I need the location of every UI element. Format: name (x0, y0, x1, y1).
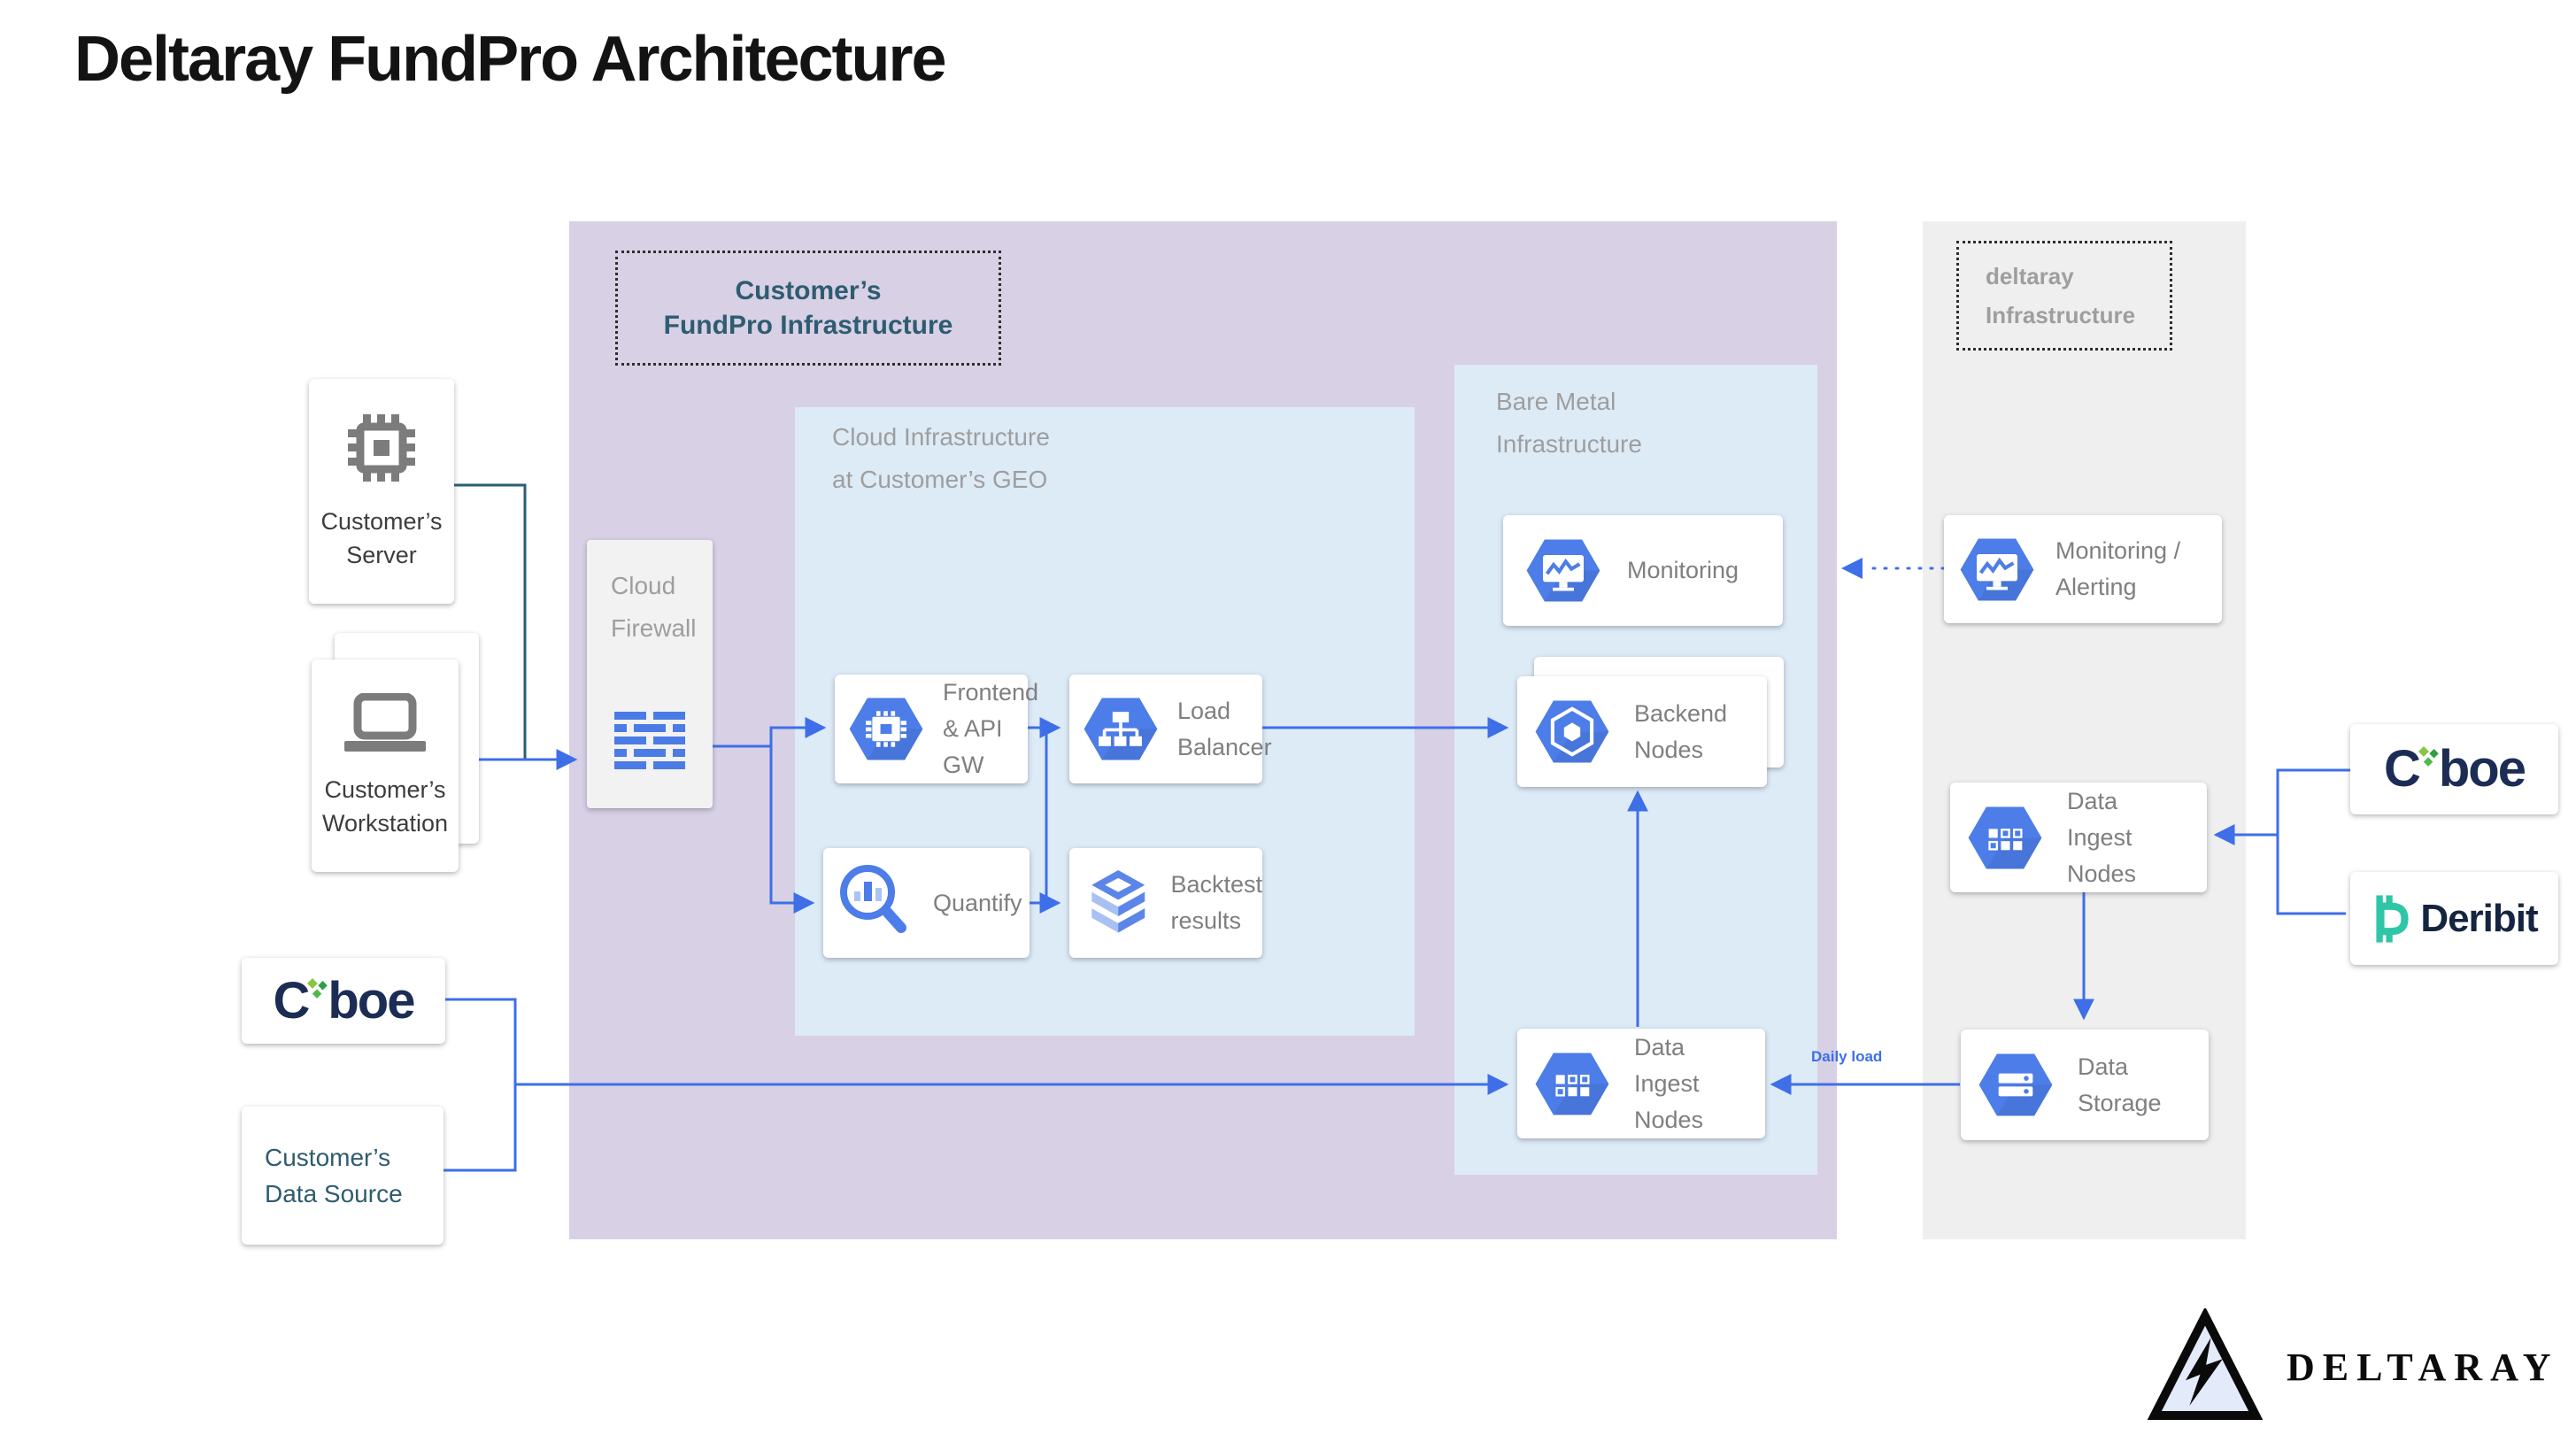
monitoring-label: Monitoring (1627, 557, 1739, 583)
node-monitoring: Monitoring (1503, 515, 1783, 626)
node-deribit: Deribit (2350, 872, 2558, 965)
triangle-bolt-icon (2147, 1308, 2264, 1420)
node-quantify: Quantify (823, 848, 1030, 958)
deltaray-infrastructure-label: deltaray Infrastructure (1986, 263, 2136, 328)
cloud-infrastructure-label: Cloud Infrastructure at Customer’s GEO (832, 423, 1050, 493)
data-ingest-deltaray-label: Data Ingest Nodes (2067, 787, 2137, 887)
backtest-results-label: Backtest results (1170, 871, 1262, 934)
customer-fundpro-infrastructure-label-box: Customer’s FundPro Infrastructure (615, 251, 1001, 366)
cboe-logo-rest: boe (328, 971, 415, 1030)
load-balancer-hexagon-icon (1084, 698, 1158, 760)
grid-hexagon-icon (1968, 806, 2042, 868)
quantify-label: Quantify (933, 889, 1022, 916)
cboe-diamonds-icon (307, 977, 328, 999)
chip-icon (348, 414, 415, 482)
magnifier-chart-icon (840, 865, 906, 933)
deribit-logo: Deribit (2350, 894, 2558, 944)
node-cloud-firewall: Cloud Firewall (587, 540, 713, 808)
firewall-bricks-icon (614, 712, 685, 769)
compute-hexagon-icon (849, 698, 923, 760)
frontend-api-gw-label: Frontend & API GW (943, 679, 1039, 778)
deribit-wordmark: Deribit (2420, 896, 2538, 940)
laptop-icon (344, 693, 426, 752)
edge-label-daily-load: Daily load (1811, 1048, 1883, 1065)
deltaray-brand: DELTARAY (2147, 1308, 2559, 1425)
cluster-hexagon-icon (1535, 700, 1609, 763)
node-cboe-right: C boe (2350, 724, 2558, 814)
monitoring-hexagon-icon (1960, 538, 2034, 600)
load-balancer-label: Load Balancer (1177, 697, 1272, 760)
node-data-ingest-deltaray: Data Ingest Nodes (1950, 783, 2207, 892)
node-data-ingest-bare-metal: Data Ingest Nodes (1517, 1029, 1765, 1138)
node-backtest-results: Backtest results (1069, 848, 1262, 958)
monitoring-alerting-label: Monitoring / Alerting (2055, 537, 2181, 600)
bare-metal-infrastructure-label: Bare Metal Infrastructure (1496, 388, 1642, 458)
customers-server-label: Customer’s Server (320, 508, 443, 568)
node-load-balancer: Load Balancer (1069, 675, 1272, 783)
layers-icon (1091, 870, 1145, 933)
deltaray-wordmark: DELTARAY (2287, 1345, 2559, 1389)
node-data-storage: Data Storage (1961, 1030, 2209, 1140)
backend-nodes-label: Backend Nodes (1634, 699, 1728, 763)
node-customers-workstation: Customer’s Workstation (312, 659, 459, 872)
data-storage-label: Data Storage (2078, 1053, 2162, 1116)
data-ingest-bare-metal-label: Data Ingest Nodes (1634, 1033, 1704, 1133)
monitoring-hexagon-icon (1526, 539, 1600, 602)
node-cboe-left: C boe (242, 958, 445, 1044)
node-frontend-api-gw: Frontend & API GW (835, 675, 1038, 783)
customer-fundpro-infrastructure-label: Customer’s FundPro Infrastructure (663, 276, 953, 340)
node-customers-data-source: Customer’s Data Source (242, 1107, 443, 1245)
deltaray-infrastructure-label-box: deltaray Infrastructure (1956, 241, 2172, 351)
cboe-logo-c: C (2383, 740, 2421, 798)
node-monitoring-alerting: Monitoring / Alerting (1944, 515, 2222, 623)
customers-workstation-label: Customer’s Workstation (321, 776, 449, 837)
node-customers-server: Customer’s Server (309, 379, 454, 604)
edge-cboe-deribit-join (2276, 768, 2350, 915)
edge-datasource-join (443, 1084, 517, 1172)
storage-hexagon-icon (1978, 1053, 2053, 1116)
cboe-logo: C boe (2350, 744, 2558, 795)
cboe-logo-rest: boe (2438, 740, 2526, 798)
dotted-arrowhead (1841, 558, 1863, 579)
customers-data-source-label: Customer’s Data Source (265, 1144, 403, 1207)
grid-hexagon-icon (1535, 1053, 1609, 1114)
page-title: Deltaray FundPro Architecture (74, 24, 947, 95)
cboe-logo-c: C (273, 971, 310, 1030)
cboe-logo: C boe (242, 971, 445, 1030)
deribit-mark-icon (2376, 894, 2409, 943)
node-backend-nodes: Backend Nodes (1517, 676, 1767, 787)
edge-cboe-left-join (445, 998, 517, 1084)
cboe-diamonds-icon (2418, 746, 2439, 767)
cloud-firewall-label: Cloud Firewall (611, 572, 697, 642)
